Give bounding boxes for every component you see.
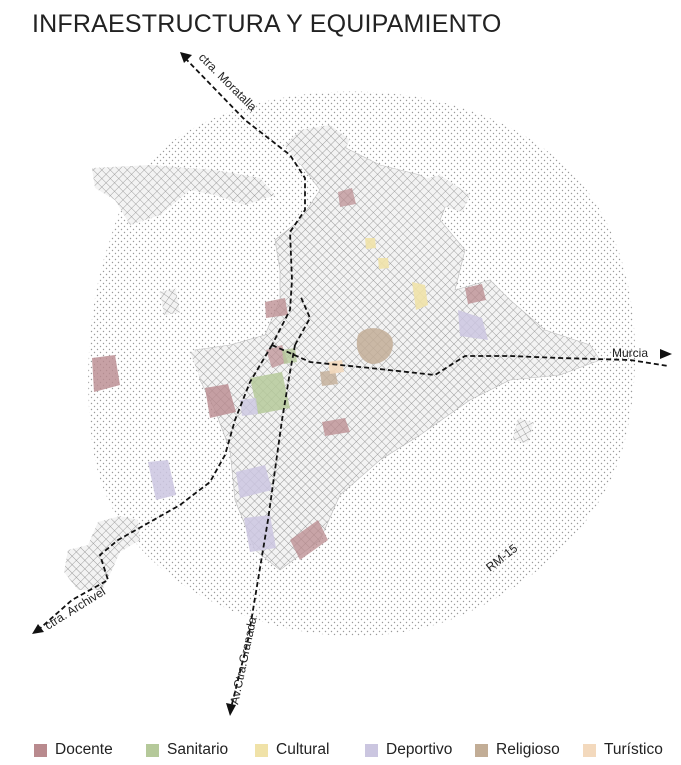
deportivo-area (148, 460, 176, 500)
docente-area (265, 298, 288, 318)
road-label-moratalla: ctra. Moratalla (196, 50, 260, 114)
urban-block-west (160, 288, 180, 316)
legend-swatch-docente (34, 743, 47, 757)
docente-area (465, 284, 486, 304)
legend-item-sanitario: Sanitario (146, 741, 228, 759)
road-network (35, 57, 669, 713)
cultural-area (365, 238, 376, 249)
legend-label: Docente (55, 741, 113, 758)
town-map: ctra. Moratalla Murcia ctra. Archivel Av… (32, 50, 672, 716)
docente-area (338, 188, 356, 207)
equipment-areas (92, 188, 488, 560)
legend-swatch-religioso (475, 743, 488, 757)
legend-item-cultural: Cultural (255, 741, 329, 759)
road-ring (294, 294, 312, 346)
deportivo-area (236, 465, 272, 498)
urban-fabric-west (190, 348, 240, 382)
docente-area (322, 418, 350, 436)
legend-swatch-turistico (583, 743, 596, 757)
arrow-moratalla (180, 52, 192, 63)
road-label-archivel: ctra. Archivel (42, 584, 108, 632)
map-title: INFRAESTRUCTURA Y EQUIPAMIENTO (32, 10, 502, 38)
urban-fabric-northeast (420, 175, 470, 212)
arrow-archivel (32, 624, 44, 634)
deportivo-area (240, 398, 258, 416)
urban-block-east (512, 418, 534, 444)
urban-fabric (194, 144, 601, 571)
legend-item-religioso: Religioso (475, 741, 560, 759)
docente-area (205, 384, 236, 418)
cultural-area (412, 282, 428, 310)
religioso-area (320, 370, 338, 386)
road-murcia (271, 344, 669, 376)
legend-item-deportivo: Deportivo (365, 741, 452, 759)
legend-label: Deportivo (386, 741, 453, 758)
deportivo-area (244, 515, 276, 552)
legend-swatch-sanitario (146, 743, 159, 757)
legend-label: Cultural (276, 741, 330, 758)
legend-swatch-cultural (255, 743, 268, 757)
legend-swatch-deportivo (365, 743, 378, 757)
docente-area (290, 520, 328, 560)
urban-fabric-northwest (92, 165, 275, 225)
legend-item-turistico: Turístico (583, 741, 663, 759)
legend-label: Religioso (496, 741, 560, 758)
sanitario-area (282, 348, 297, 364)
religioso-area (356, 328, 393, 364)
urban-fabric-north (285, 125, 350, 165)
legend: Docente Sanitario Cultural Deportivo Rel… (0, 741, 681, 763)
turistico-area (328, 360, 344, 374)
arrow-murcia (660, 349, 672, 359)
cultural-area (378, 258, 389, 269)
road-archivel (35, 344, 273, 633)
legend-label: Sanitario (167, 741, 229, 758)
arrow-granada (226, 703, 236, 716)
road-label-murcia: Murcia (612, 346, 648, 360)
road-label-granada: Av.Ctra.Granada (227, 615, 259, 705)
legend-item-docente: Docente (34, 741, 113, 759)
road-moratalla (184, 57, 306, 346)
road-granada (229, 344, 296, 713)
deportivo-area (458, 310, 488, 340)
sanitario-area (250, 372, 290, 414)
docente-area (92, 355, 120, 392)
legend-label: Turístico (604, 741, 663, 758)
